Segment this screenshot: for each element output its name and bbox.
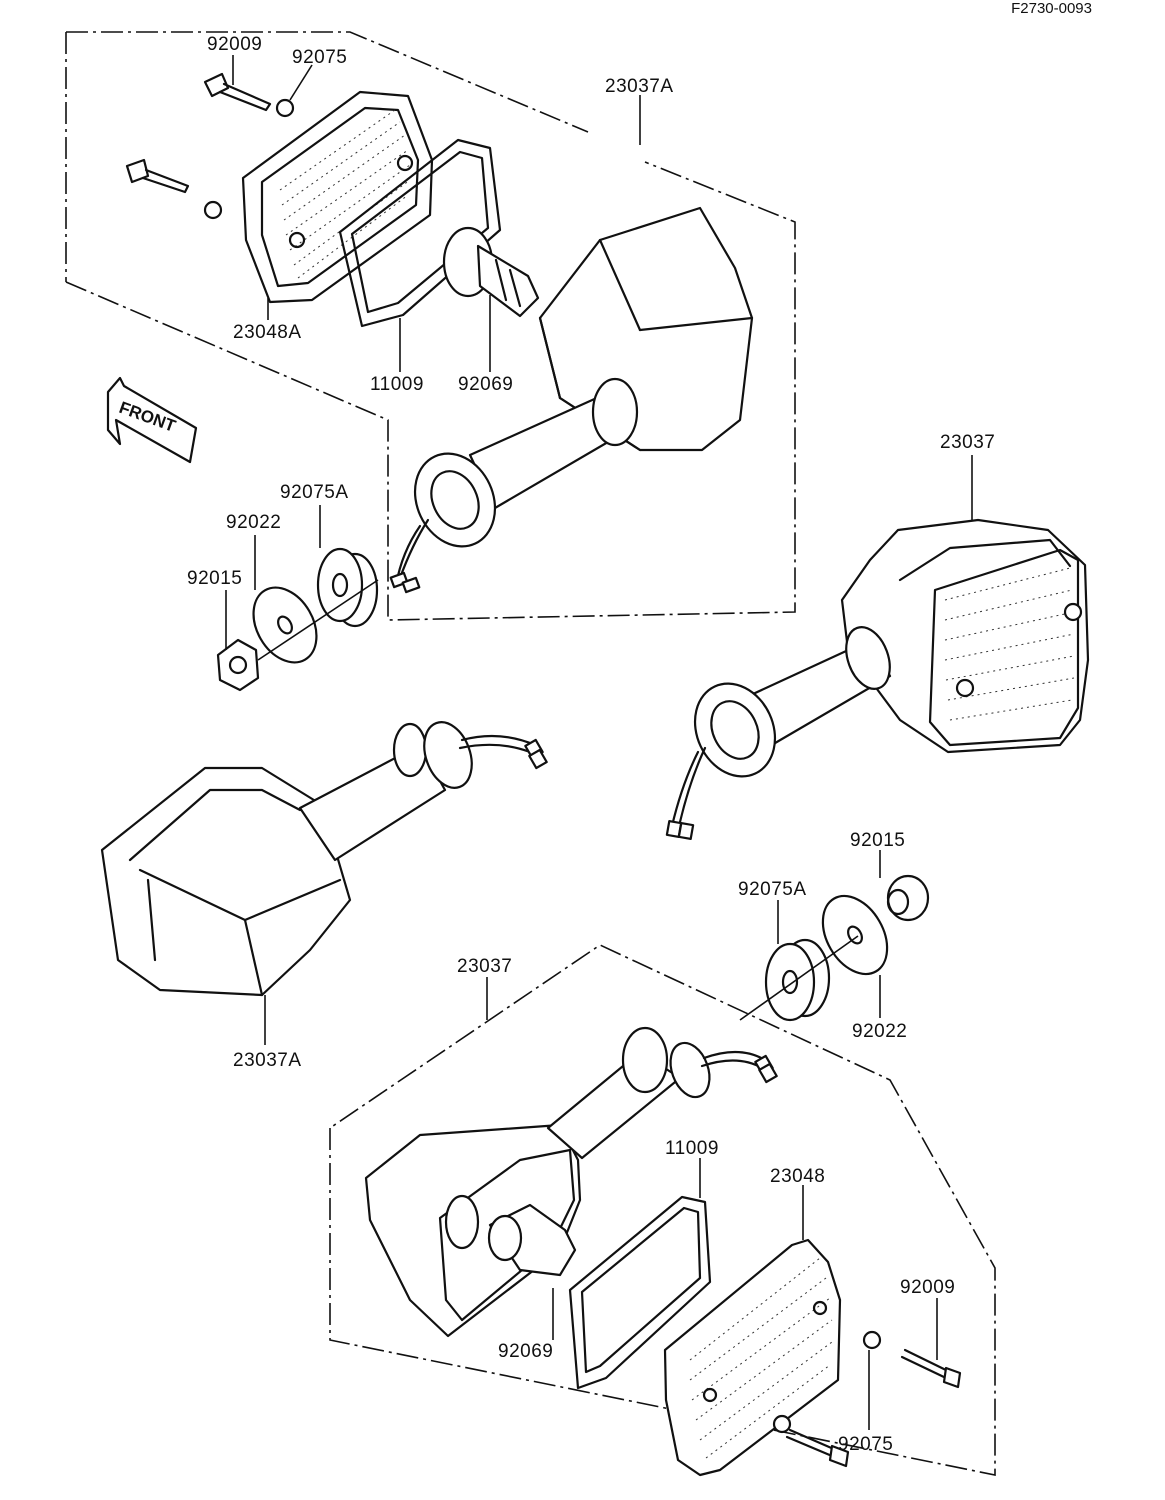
- lower-washer-92075A: [764, 938, 831, 1022]
- bottom-lens: [663, 1238, 842, 1477]
- top-lens: [241, 90, 434, 304]
- label-mid-right-signal: 23037: [940, 432, 995, 453]
- mid-washer-92022: [252, 586, 318, 664]
- lower-washer-92022: [821, 894, 889, 976]
- lower-nut-92015: [886, 874, 930, 922]
- label-top-gasket: 11009: [370, 374, 424, 395]
- bottom-gasket: [568, 1195, 712, 1390]
- leader-lines: [225, 55, 973, 1430]
- label-top-bolt: 92009: [207, 34, 262, 55]
- top-bolt-upper: [203, 72, 272, 112]
- label-top-lens: 23048A: [233, 322, 302, 343]
- top-housing: [389, 206, 754, 594]
- label-top-washer: 92075: [292, 47, 347, 68]
- mid-washer-92075A: [316, 547, 379, 628]
- bottom-bolt-lower: [785, 1428, 850, 1468]
- label-top-housing: 23037A: [605, 76, 674, 97]
- label-bottom-bulb: 92069: [498, 1341, 553, 1362]
- bottom-washer-upper: [862, 1330, 882, 1350]
- top-assembly-outline: [65, 31, 796, 621]
- label-lower-washer-92022: 92022: [852, 1021, 907, 1042]
- label-lower-nut-92015: 92015: [850, 830, 905, 851]
- top-washer-lower: [203, 200, 223, 220]
- label-lower-washer-92075A: 92075A: [738, 879, 807, 900]
- mid-nut-92015: [216, 638, 260, 692]
- label-mid-washer-92075A: 92075A: [280, 482, 349, 503]
- diagram-code: F2730-0093: [1011, 0, 1092, 17]
- bottom-housing: [364, 1026, 778, 1338]
- top-washer-upper: [275, 98, 295, 118]
- lower-axis-line: [739, 935, 859, 1021]
- top-bolt-lower: [125, 158, 190, 194]
- bottom-bolt-upper: [900, 1348, 962, 1389]
- label-top-bulb: 92069: [458, 374, 513, 395]
- label-lower-left-housing: 23037A: [233, 1050, 302, 1071]
- lower-left-housing: [100, 721, 548, 997]
- label-bottom-signal: 23037: [457, 956, 512, 977]
- label-bottom-bolt: 92009: [900, 1277, 955, 1298]
- label-bottom-gasket: 11009: [665, 1138, 719, 1159]
- bottom-washer-lower: [772, 1414, 792, 1434]
- label-mid-washer-92022: 92022: [226, 512, 281, 533]
- bottom-assembly-outline: [329, 944, 996, 1476]
- top-gasket: [338, 138, 502, 328]
- label-mid-nut-92015: 92015: [187, 568, 242, 589]
- label-bottom-lens: 23048: [770, 1166, 825, 1187]
- front-arrow-icon: FRONT: [106, 376, 198, 464]
- label-bottom-washer: 92075: [838, 1434, 893, 1455]
- right-signal: [665, 518, 1090, 841]
- mid-axis-line: [257, 579, 379, 661]
- top-bulb: [442, 226, 540, 318]
